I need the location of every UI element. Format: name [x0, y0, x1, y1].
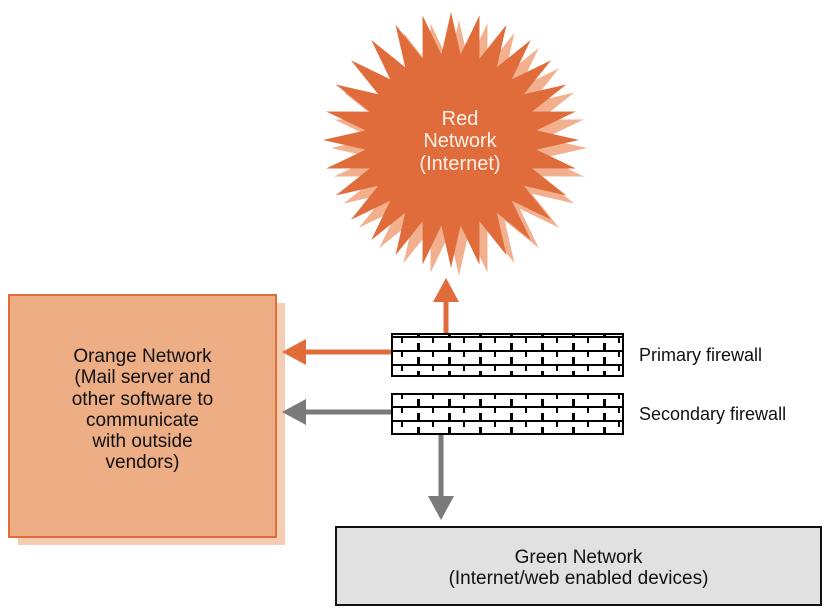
arrow-to-red-network — [433, 278, 459, 334]
arrow-primary-to-orange — [282, 339, 392, 365]
orange-network-line-4: communicate — [86, 409, 199, 431]
primary-firewall-label: Primary firewall — [639, 345, 763, 365]
orange-network-label: Orange Network (Mail server and other so… — [20, 346, 265, 474]
green-network-box — [335, 526, 822, 606]
orange-network-line-2: (Mail server and — [74, 367, 211, 389]
arrow-to-green-network — [428, 432, 454, 520]
orange-network-box — [8, 294, 277, 538]
red-network-starburst — [323, 12, 587, 276]
red-network-line-1: Red — [441, 108, 479, 130]
green-network-line-2: (Internet/web enabled devices) — [448, 568, 709, 590]
green-network-line-1: Green Network — [514, 547, 643, 568]
primary-firewall-icon — [391, 333, 624, 377]
red-network-line-2: Network — [423, 130, 497, 153]
secondary-firewall-icon — [391, 393, 624, 435]
red-network-label: Red Network (Internet) — [385, 108, 535, 175]
orange-network-line-6: vendors) — [105, 452, 180, 474]
green-network-label: Green Network (Internet/web enabled devi… — [336, 547, 821, 590]
arrow-secondary-to-orange — [282, 399, 392, 425]
secondary-firewall-label: Secondary firewall — [639, 404, 787, 424]
orange-network-line-5: with outside — [92, 431, 193, 453]
red-network-star — [323, 12, 579, 268]
orange-network-line-3: other software to — [71, 388, 214, 410]
orange-network-line-1: Orange Network — [73, 346, 212, 367]
red-network-line-3: (Internet) — [419, 152, 501, 175]
